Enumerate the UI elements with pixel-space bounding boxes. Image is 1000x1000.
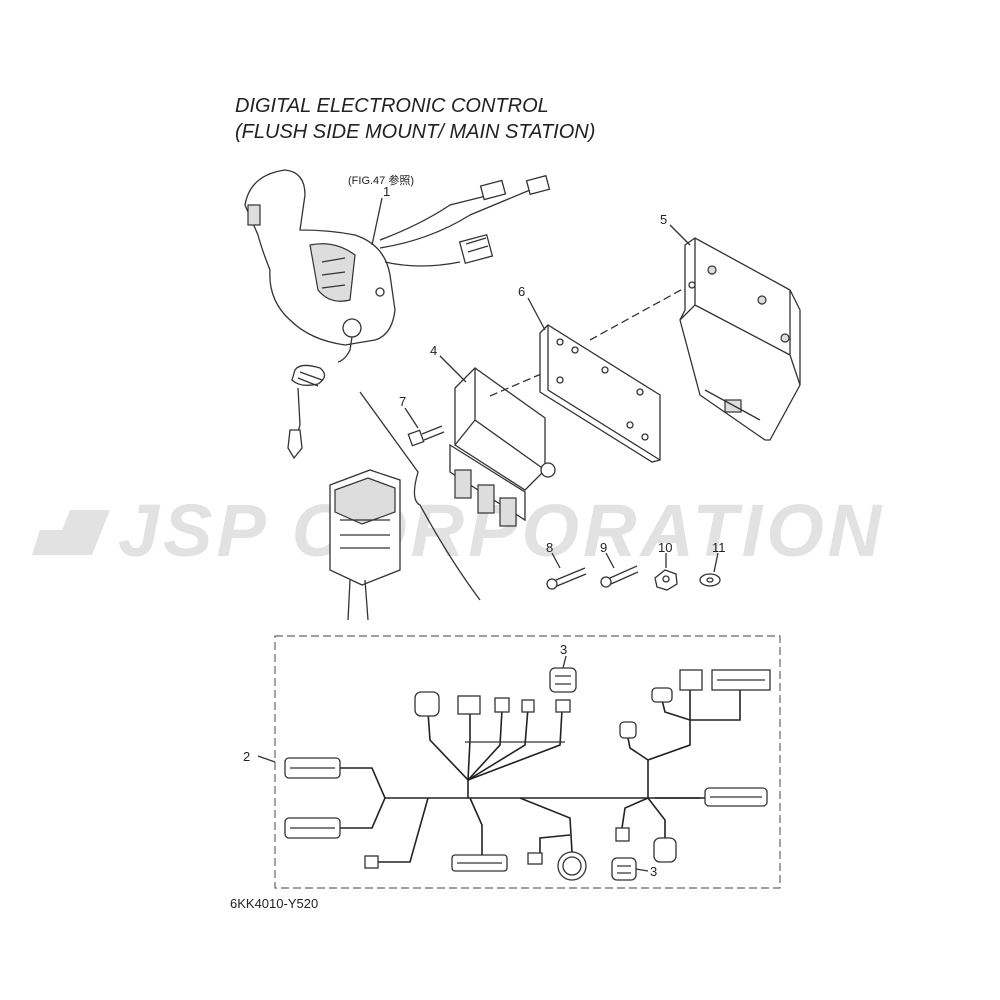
screw-8: [546, 552, 587, 590]
title-line-1: DIGITAL ELECTRONIC CONTROL: [235, 95, 549, 117]
part-label-4: 4: [430, 343, 437, 358]
nut-10: [654, 553, 678, 591]
part-label-1: 1: [383, 184, 390, 199]
part-label-10: 10: [658, 540, 672, 555]
wiring-harness: [284, 655, 771, 881]
title-line-2: (FLUSH SIDE MOUNT/ MAIN STATION): [235, 121, 595, 143]
part-label-2: 2: [243, 749, 250, 764]
remote-control-lever: [244, 169, 551, 460]
part-label-9: 9: [600, 540, 607, 555]
control-unit-left: [329, 469, 401, 621]
grouping-bracket: [359, 391, 481, 601]
mounting-plate: [527, 284, 691, 463]
part-label-6: 6: [518, 284, 525, 299]
harness-group-box: [274, 635, 781, 889]
screw-9: [600, 552, 639, 588]
figure-reference: (FIG.47 参照): [348, 173, 414, 187]
bracket-plate: [669, 224, 801, 441]
part-label-8: 8: [546, 540, 553, 555]
bolt-7: [404, 407, 445, 447]
main-ecu: [439, 355, 556, 527]
part-label-3-top: 3: [560, 642, 567, 657]
part-label-11: 11: [712, 540, 726, 555]
watermark: JSP CORPORATION: [32, 489, 881, 572]
washer-11: [699, 552, 721, 587]
drawing-code: 6KK4010-Y520: [230, 896, 318, 911]
part-label-5: 5: [660, 212, 667, 227]
part-label-7: 7: [399, 394, 406, 409]
part-label-3-bottom: 3: [650, 864, 657, 879]
